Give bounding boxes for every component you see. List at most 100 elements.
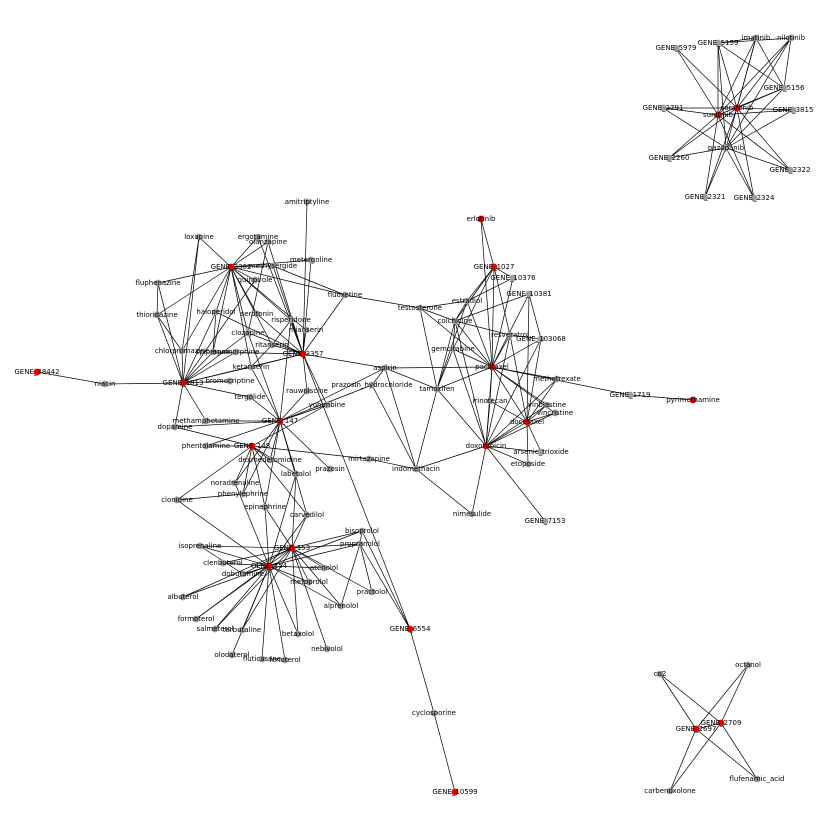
node-atenolol[interactable] [320, 564, 328, 572]
node-spiperone[interactable] [209, 348, 217, 356]
node-risperidone[interactable] [287, 316, 295, 324]
node-vinblastine[interactable] [543, 401, 551, 409]
node-quinpirole[interactable] [251, 276, 259, 284]
node-g1719[interactable] [626, 391, 634, 399]
node-apomorphine[interactable] [232, 348, 240, 356]
node-bromocriptine[interactable] [226, 377, 234, 385]
node-phentolamine[interactable] [202, 442, 210, 450]
node-salmeterol[interactable] [211, 625, 219, 633]
node-g2322[interactable] [786, 166, 794, 174]
node-labetalol[interactable] [292, 470, 300, 478]
node-g2321[interactable] [701, 193, 709, 201]
node-co2[interactable] [656, 670, 664, 678]
node-pyrimethamine[interactable] [689, 396, 697, 404]
node-nilotinib[interactable] [787, 34, 795, 42]
node-g3357[interactable] [299, 350, 307, 358]
node-betaxolol[interactable] [294, 630, 302, 638]
node-methotrexate[interactable] [553, 375, 561, 383]
node-phenylephrine[interactable] [239, 490, 247, 498]
node-g2791[interactable] [659, 104, 667, 112]
node-ritanserin[interactable] [268, 341, 276, 349]
node-tergolide[interactable] [246, 393, 254, 401]
node-albuterol[interactable] [179, 593, 187, 601]
node-imatinib[interactable] [752, 34, 760, 42]
node-irinotecan[interactable] [486, 397, 494, 405]
node-formoterol[interactable] [192, 615, 200, 623]
node-doxorubicin[interactable] [482, 442, 490, 450]
node-g1813[interactable] [179, 379, 187, 387]
node-terbutaline[interactable] [238, 626, 246, 634]
node-g2709[interactable] [717, 719, 725, 727]
node-g103068[interactable] [537, 335, 545, 343]
node-loxapine[interactable] [195, 233, 203, 241]
node-dobutamine[interactable] [239, 570, 247, 578]
node-prazosin[interactable] [326, 465, 334, 473]
node-arsenic_trioxide[interactable] [537, 448, 545, 456]
node-g153[interactable] [288, 544, 296, 552]
node-yohimbine[interactable] [323, 401, 331, 409]
node-haloperidol[interactable] [212, 308, 220, 316]
node-octanol[interactable] [744, 661, 752, 669]
node-clonidine[interactable] [173, 496, 181, 504]
node-metergoline[interactable] [307, 256, 315, 264]
node-g3362[interactable] [227, 263, 235, 271]
node-g1027[interactable] [490, 263, 498, 271]
node-g5979[interactable] [672, 44, 680, 52]
node-g10381[interactable] [525, 290, 533, 298]
node-olodaterol[interactable] [228, 651, 236, 659]
node-olanzapine[interactable] [264, 238, 272, 246]
node-etoposide[interactable] [524, 460, 532, 468]
node-cyclosporine[interactable] [430, 709, 438, 717]
node-thioridazine[interactable] [153, 311, 161, 319]
node-g2697[interactable] [692, 725, 700, 733]
node-pazopanib[interactable] [722, 144, 730, 152]
node-colchicine[interactable] [451, 317, 459, 325]
node-sunitinib[interactable] [714, 111, 722, 119]
node-flufenamic_acid[interactable] [753, 775, 761, 783]
node-epinephrine[interactable] [261, 503, 269, 511]
node-g3815[interactable] [789, 106, 797, 114]
node-ergotamine[interactable] [254, 233, 262, 241]
node-tamoxifen[interactable] [433, 385, 441, 393]
node-carbenoxolone[interactable] [666, 787, 674, 795]
node-resveratrol[interactable] [506, 331, 514, 339]
node-amitriptyline[interactable] [303, 198, 311, 206]
node-g5159[interactable] [714, 39, 722, 47]
node-vincristine[interactable] [551, 409, 559, 417]
node-nebivolol[interactable] [323, 645, 331, 653]
node-mianserin[interactable] [302, 326, 310, 334]
node-practolol[interactable] [368, 588, 376, 596]
node-paclitaxel[interactable] [488, 363, 496, 371]
node-g10376[interactable] [509, 274, 517, 282]
node-clozapine[interactable] [244, 329, 252, 337]
node-alprenolol[interactable] [337, 602, 345, 610]
node-erlotinib[interactable] [477, 215, 485, 223]
node-g7153[interactable] [541, 517, 549, 525]
node-chlorpromazine[interactable] [178, 347, 186, 355]
node-estradiol[interactable] [463, 297, 471, 305]
node-metoprolol[interactable] [305, 578, 313, 586]
node-dexmedetomidine[interactable] [266, 456, 274, 464]
node-testosterone[interactable] [416, 304, 424, 312]
node-propranolol[interactable] [356, 540, 364, 548]
node-g2324[interactable] [750, 194, 758, 202]
node-fluphenazine[interactable] [154, 279, 162, 287]
node-g38442[interactable] [33, 368, 41, 376]
node-g154[interactable] [265, 562, 273, 570]
node-carvedilol[interactable] [303, 511, 311, 519]
node-g2260[interactable] [665, 154, 673, 162]
node-mirtazapine[interactable] [365, 455, 373, 463]
node-g148[interactable] [248, 442, 256, 450]
node-sorafenib[interactable] [733, 104, 741, 112]
node-indomethacin[interactable] [412, 465, 420, 473]
node-serotonin[interactable] [253, 310, 261, 318]
node-aspirin[interactable] [381, 364, 389, 372]
node-dopamine[interactable] [171, 423, 179, 431]
node-rauwolscine[interactable] [303, 387, 311, 395]
node-bisoprolol[interactable] [358, 527, 366, 535]
node-ketanserin[interactable] [247, 363, 255, 371]
node-methamphetamine[interactable] [202, 417, 210, 425]
node-docetaxel[interactable] [523, 418, 531, 426]
node-nimesulide[interactable] [468, 510, 476, 518]
node-fluticasone[interactable] [258, 655, 266, 663]
